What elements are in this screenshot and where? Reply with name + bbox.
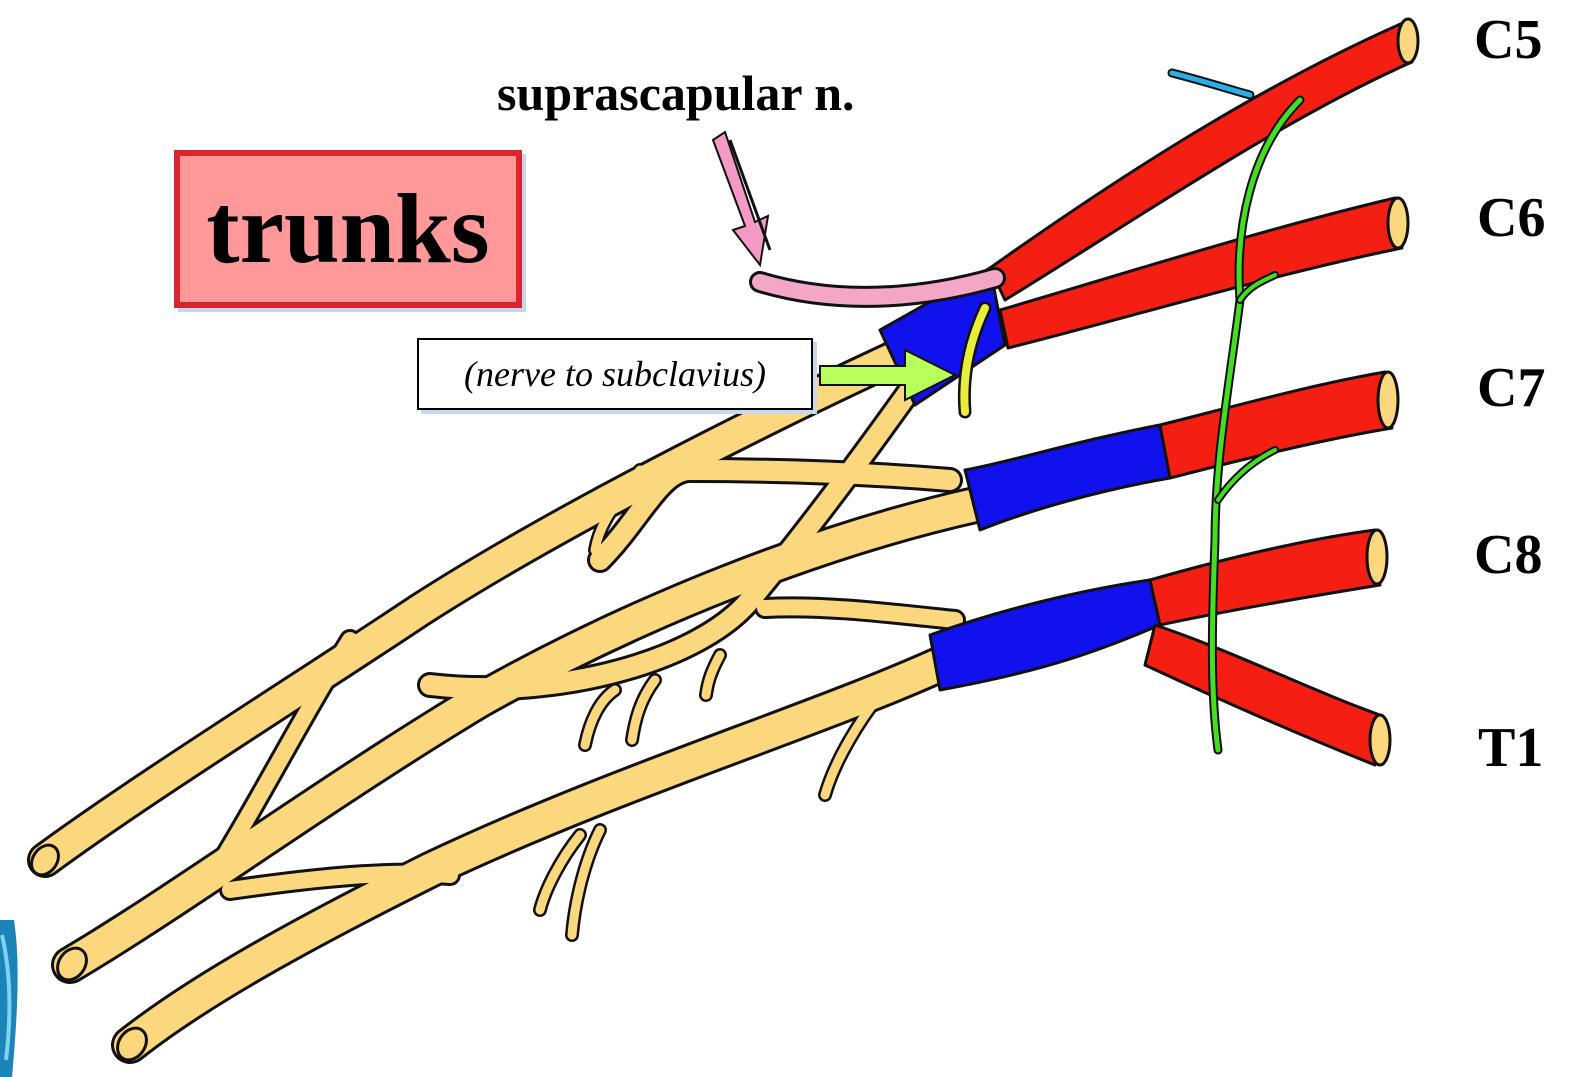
terminal-branches bbox=[26, 355, 975, 1065]
subclavius-nerve-label: (nerve to subclavius) bbox=[464, 356, 766, 392]
suprascapular-nerve-label: suprascapular n. bbox=[497, 68, 855, 118]
dorsal-scapular-nerve-fill bbox=[1172, 73, 1250, 95]
root-c7-end bbox=[1378, 372, 1398, 428]
trunks-title-box: trunks bbox=[174, 150, 522, 308]
root-c8 bbox=[1150, 530, 1380, 625]
lower-trunk bbox=[930, 580, 1160, 690]
suprascapular-arrow bbox=[713, 132, 770, 265]
root-t1 bbox=[1145, 625, 1380, 765]
root-t1-end bbox=[1370, 715, 1390, 765]
root-label-c5: C5 bbox=[1474, 12, 1542, 68]
root-c8-end bbox=[1367, 530, 1387, 584]
root-label-c6: C6 bbox=[1477, 190, 1545, 246]
trunks-title: trunks bbox=[206, 179, 489, 279]
root-label-c8: C8 bbox=[1474, 527, 1542, 583]
slide-corner-decoration bbox=[0, 920, 18, 1077]
root-c6-end bbox=[1388, 198, 1408, 248]
root-label-t1: T1 bbox=[1478, 720, 1543, 776]
root-c5-end bbox=[1398, 19, 1418, 63]
root-label-c7: C7 bbox=[1477, 360, 1545, 416]
root-c7 bbox=[1160, 372, 1392, 478]
subclavius-label-box: (nerve to subclavius) bbox=[417, 338, 813, 410]
middle-trunk bbox=[965, 425, 1170, 530]
